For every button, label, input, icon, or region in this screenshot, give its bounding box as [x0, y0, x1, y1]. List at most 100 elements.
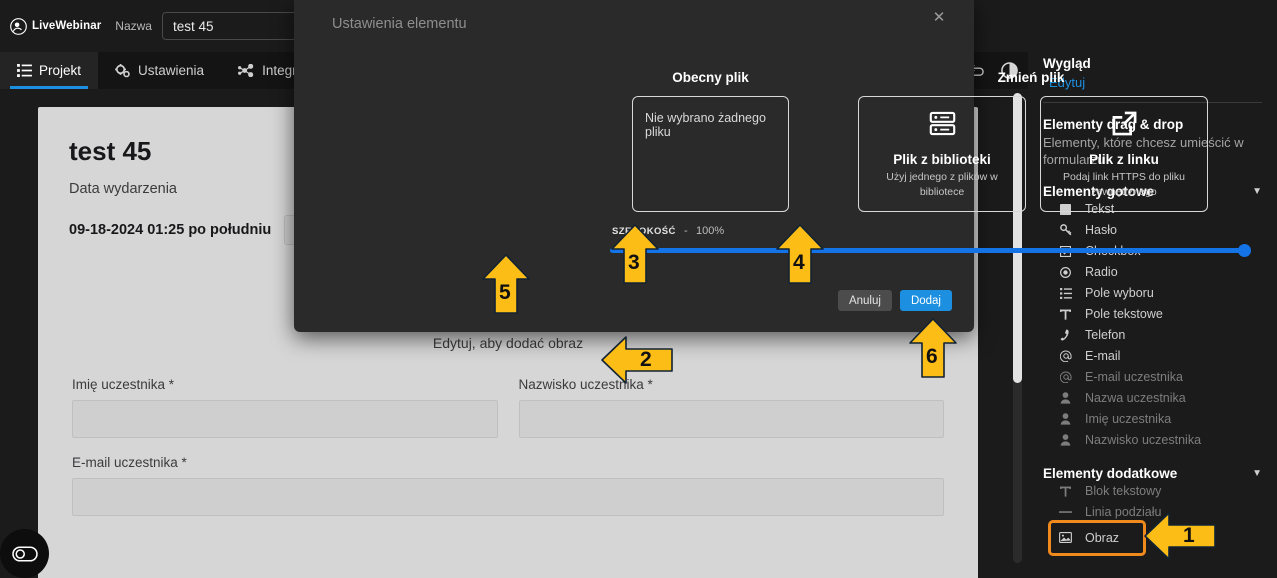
- tab-ustawienia-label: Ustawienia: [138, 63, 205, 78]
- sidebar-divider: [1043, 102, 1262, 103]
- cancel-button[interactable]: Anuluj: [837, 290, 892, 311]
- element-item-pole-wyboru[interactable]: Pole wyboru: [1043, 283, 1262, 304]
- brand-name: LiveWebinar: [32, 20, 102, 32]
- group-extra-elements[interactable]: Elementy dodatkowe ▼: [1043, 466, 1262, 481]
- element-item-label: Tekst: [1085, 202, 1115, 217]
- library-card-desc: Użyj jednego z plików w bibliotece: [886, 171, 998, 198]
- width-slider-thumb[interactable]: [1238, 244, 1251, 257]
- chevron-down-icon: ▼: [1252, 185, 1262, 197]
- width-dash: -: [684, 225, 688, 237]
- width-value: 100%: [696, 225, 725, 237]
- annotation-number: 2: [640, 348, 652, 371]
- file-from-link-card[interactable]: Plik z linku Podaj link HTTPS do pliku z…: [1040, 96, 1208, 212]
- element-item-tekst[interactable]: Tekst: [1043, 199, 1262, 220]
- element-item-linia-podzia-u[interactable]: Linia podziału: [1043, 502, 1262, 523]
- event-date-value: 09-18-2024 01:25 po południu: [69, 222, 272, 238]
- image-preview-hint: Edytuj, aby dodać obraz: [432, 335, 584, 351]
- field-first-name: Imię uczestnika *: [72, 377, 498, 438]
- tab-projekt[interactable]: Projekt: [0, 52, 99, 89]
- radio-icon: [1058, 266, 1073, 278]
- user-icon: [1058, 392, 1073, 404]
- element-item-e-mail-uczestnika[interactable]: E-mail uczestnika: [1043, 367, 1262, 388]
- accessibility-toggle-icon[interactable]: [0, 529, 49, 578]
- field-label: Imię uczestnika *: [72, 377, 175, 392]
- at-icon: [1058, 350, 1073, 363]
- annotation-arrow-1: 1: [1143, 511, 1217, 561]
- field-email: E-mail uczestnika *: [72, 455, 944, 516]
- annotation-arrow-2: 2: [600, 335, 674, 385]
- canvas-scrollbar[interactable]: [1013, 93, 1022, 563]
- element-item-e-mail[interactable]: E-mail: [1043, 346, 1262, 367]
- close-icon[interactable]: ✕: [932, 9, 946, 26]
- add-button[interactable]: Dodaj: [899, 290, 952, 311]
- annotation-arrow-3: 3: [610, 223, 660, 285]
- element-item-telefon[interactable]: Telefon: [1043, 325, 1262, 346]
- element-settings-modal: Ustawienia elementu ✕ Obecny plik Zmień …: [294, 0, 1251, 332]
- livewebinar-logo-icon: [10, 17, 27, 35]
- element-item-label: Radio: [1085, 265, 1118, 280]
- annotation-number: 1: [1183, 524, 1195, 547]
- element-item-label: Nazwisko uczestnika: [1085, 433, 1202, 448]
- appearance-title: Wygląd: [1043, 56, 1091, 71]
- field-last-name: Nazwisko uczestnika *: [518, 377, 944, 438]
- element-item-label: E-mail: [1085, 349, 1121, 364]
- first-name-input[interactable]: [72, 400, 498, 438]
- at-icon: [1058, 371, 1073, 384]
- element-item-radio[interactable]: Radio: [1043, 262, 1262, 283]
- current-file-box: Nie wybrano żadnego pliku: [632, 96, 789, 212]
- minus-icon: [1058, 510, 1073, 514]
- annotation-arrow-4: 4: [775, 223, 825, 285]
- element-item-label: Pole wyboru: [1085, 286, 1154, 301]
- element-item-label: Hasło: [1085, 223, 1117, 238]
- link-card-title: Plik z linku: [1089, 152, 1159, 168]
- user-icon: [1058, 434, 1073, 446]
- element-item-nazwa-uczestnika[interactable]: Nazwa uczestnika: [1043, 388, 1262, 409]
- list-ul-icon: [1058, 287, 1073, 299]
- contrast-icon[interactable]: [1001, 62, 1018, 79]
- element-item-blok-tekstowy[interactable]: Blok tekstowy: [1043, 481, 1262, 502]
- file-from-library-card[interactable]: Plik z biblioteki Użyj jednego z plików …: [858, 96, 1026, 212]
- element-item-label: Telefon: [1085, 328, 1126, 343]
- tab-projekt-label: Projekt: [39, 63, 82, 78]
- list-icon: [17, 64, 32, 77]
- gears-icon: [115, 63, 131, 78]
- name-label: Nazwa: [115, 19, 152, 33]
- change-file-heading: Zmień plik: [997, 70, 1065, 85]
- group-ready-label: Elementy gotowe: [1043, 183, 1155, 199]
- width-slider[interactable]: [610, 244, 1251, 257]
- page-title: test 45: [69, 136, 152, 166]
- element-item-label: Pole tekstowe: [1085, 307, 1163, 322]
- annotation-number: 4: [793, 251, 805, 274]
- annotation-number: 6: [926, 345, 938, 368]
- external-link-icon: [1110, 109, 1139, 143]
- field-label: Nazwisko uczestnika *: [518, 377, 653, 392]
- element-item-has-o[interactable]: Hasło: [1043, 220, 1262, 241]
- email-input[interactable]: [72, 478, 944, 516]
- key-icon: [1058, 224, 1073, 236]
- width-label: SZEROKOŚĆ: [612, 226, 676, 237]
- dragdrop-desc: Elementy, które chcesz umieścić w formul…: [1043, 135, 1244, 167]
- share-nodes-icon: [238, 64, 255, 77]
- element-item-obraz[interactable]: Obraz: [1048, 519, 1146, 556]
- element-item-imi-uczestnika[interactable]: Imię uczestnika: [1043, 409, 1262, 430]
- element-item-nazwisko-uczestnika[interactable]: Nazwisko uczestnika: [1043, 430, 1262, 451]
- tab-ustawienia[interactable]: Ustawienia: [98, 52, 221, 89]
- event-date-label: Data wydarzenia: [69, 181, 177, 197]
- element-item-pole-tekstowe[interactable]: Pole tekstowe: [1043, 304, 1262, 325]
- text-t-icon: [1058, 486, 1073, 497]
- link-card-desc: Podaj link HTTPS do pliku zewnętrznego: [1063, 171, 1185, 198]
- canvas-scrollbar-thumb[interactable]: [1013, 93, 1022, 383]
- current-file-heading: Obecny plik: [672, 70, 749, 85]
- element-item-label: E-mail uczestnika: [1085, 370, 1183, 385]
- element-item-label: Obraz: [1085, 530, 1120, 545]
- image-icon: [1058, 532, 1073, 544]
- last-name-input[interactable]: [518, 400, 944, 438]
- annotation-number: 5: [499, 281, 511, 304]
- element-item-label: Nazwa uczestnika: [1085, 391, 1186, 406]
- chevron-down-icon: ▼: [1252, 467, 1262, 479]
- appearance-edit-link[interactable]: Edytuj: [1049, 75, 1086, 90]
- group-ready-elements[interactable]: Elementy gotowe ▼: [1043, 184, 1262, 199]
- annotation-arrow-6: 6: [908, 317, 958, 379]
- form-canvas: test 45 Data wydarzenia 09-18-2024 01:25…: [0, 89, 1028, 578]
